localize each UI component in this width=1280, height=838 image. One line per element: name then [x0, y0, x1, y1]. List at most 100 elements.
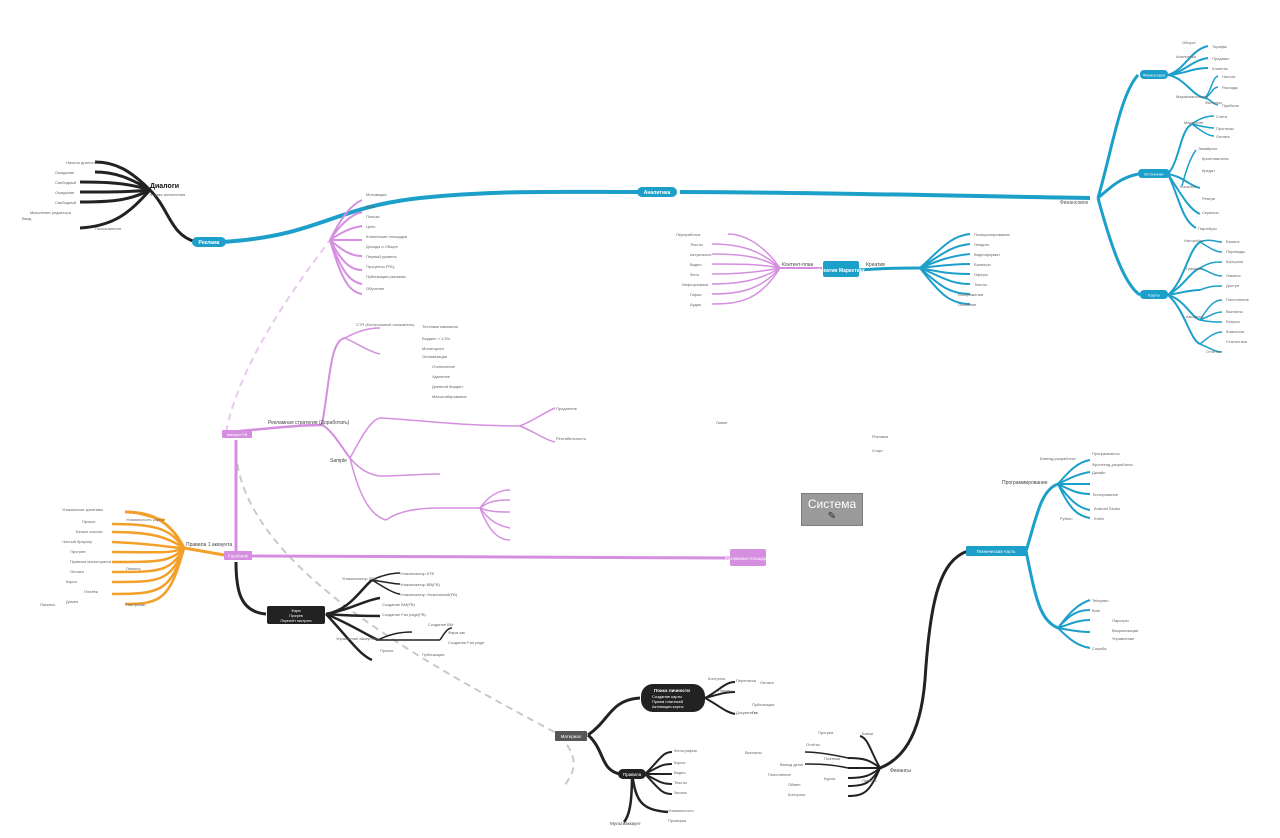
facebook-manual-node[interactable]: Мануал FB [222, 430, 252, 438]
strategy-label-13: Реклама [872, 434, 889, 439]
creative-label-5: Оферы [974, 272, 988, 277]
creative-label-4: Баннеры [974, 262, 991, 267]
ad-label-2: Боль [366, 204, 375, 209]
strategy-label-2: Тестовая кампания [422, 324, 458, 329]
content-plan-label: Контент-план [782, 262, 814, 268]
tech-label-11: Парсеры [1112, 618, 1129, 623]
finance-label: Финансовое [1060, 200, 1089, 206]
material-node[interactable]: Материал [555, 731, 587, 741]
blue-bottom-label-10: Статистика [1226, 339, 1248, 344]
orange-label-4: Белые ссылки [76, 529, 102, 534]
creative-marketing-node[interactable]: Креатив Маркетинг [817, 261, 865, 277]
orange-label-5: Чистый браузер [62, 539, 93, 544]
dialog-label-4: Ожидание [55, 190, 75, 195]
ad-sites-label: Рекламные площадки [725, 556, 771, 561]
blue-mid-label-3: Оплата [1216, 134, 1231, 139]
blue-bottom-label-7: Выплаты [1226, 309, 1243, 314]
fb-label-12: Публикация [422, 652, 444, 657]
farm-box-line-1: Фарм [292, 609, 302, 613]
strategy-label-6: Отключение [432, 364, 456, 369]
strategy-label-4: Мониторинг [422, 346, 445, 351]
blue-mid-label-11: Партнёры [1198, 226, 1217, 231]
programming-label: Программирование [1002, 480, 1048, 486]
right-mid-label: Источники [1144, 172, 1163, 177]
ad-label-1: Мотивация [366, 192, 387, 197]
blue-bottom-label-14: Настройки [1184, 238, 1204, 243]
tech-label-3: Фронтенд-разработка [1092, 462, 1133, 467]
dialog-label-2: Ожидание [55, 170, 75, 175]
facebook-manual-label: Мануал FB [227, 432, 248, 437]
blue-top-label-7: Оборот [1182, 40, 1196, 45]
tech-label-10: Bots [1092, 608, 1100, 613]
strategy-label-8: Дневной бюджет [432, 384, 463, 389]
orange-label-12: Домен [66, 599, 78, 604]
analytics-node[interactable]: Аналитика [637, 187, 677, 197]
fb-label-10: Создание Fan page [448, 640, 485, 645]
blue-mid-label-7: Кредит [1202, 168, 1215, 173]
dialog-label-5: Свободный [55, 200, 76, 205]
right-bottom-label: Карты [1148, 293, 1160, 298]
blue-top-label-2: Продажи [1212, 56, 1229, 61]
tech-label: Техническая часть [976, 549, 1016, 554]
fb-label-3: Уникализатор ВВ(FB) [400, 582, 441, 587]
content-label-5: Фото [690, 272, 700, 277]
advertising-node[interactable]: Реклама [192, 237, 226, 247]
dialog-label-3: Свободный [55, 180, 76, 185]
strategy-label-7: Удаление [432, 374, 451, 379]
rules-node[interactable]: Правила [618, 769, 646, 779]
rules-label-1: Уникальность [668, 808, 694, 813]
blue-top-label-10: Финансы [1205, 100, 1222, 105]
blue-bottom-label-12: Графики [1186, 266, 1202, 271]
dialogs-node[interactable]: Диалоги [150, 183, 179, 190]
black-branches [79, 160, 969, 823]
content-label-2: Тексты [690, 242, 703, 247]
blue-bottom-label-8: Бонусы [1226, 319, 1240, 324]
finance2-label: Финансы [890, 768, 911, 774]
rules-label-3: Лимиты [718, 688, 733, 693]
right-top-node[interactable]: Финансовое [1140, 70, 1168, 79]
fin-label-9: Обмен [788, 782, 801, 787]
rules-label-7: Контроль [708, 676, 725, 681]
strategy-label-3: Бюджет > 1.5% [422, 336, 451, 341]
tech-label-9: Telegram [1092, 598, 1109, 603]
dialog-label-8: Пользователя [95, 226, 121, 231]
personality-title: Поиск личности [654, 688, 690, 693]
blue-top-label-1: Тарифы [1212, 44, 1227, 49]
rules-label: Правила [623, 772, 642, 777]
multitool-label: Мультиаккаунт [610, 821, 641, 826]
fin-label-6: Вывод денег [780, 762, 804, 767]
material-label: Материал [561, 734, 582, 739]
farm-box-node[interactable]: Фарм Прогрев Пересчёт настроек [267, 606, 325, 624]
facebook-node[interactable]: Facebook [224, 551, 252, 560]
personality-node[interactable]: Поиск личности Создание карты Прием плат… [641, 684, 705, 712]
orange-label-10: Карта [66, 579, 77, 584]
right-mid-node[interactable]: Источники [1138, 169, 1170, 178]
blue-mid-label-10: Сервисы [1202, 210, 1219, 215]
tech-node[interactable]: Техническая часть [966, 546, 1026, 556]
tech-label-6: Android Studio [1094, 506, 1121, 511]
blue-mid-label-4: Маркетинг [1184, 120, 1204, 125]
pencil-icon: ✎ [827, 510, 837, 522]
right-bottom-node[interactable]: Карты [1140, 290, 1168, 299]
fin-label-11: Лимиты [862, 778, 877, 783]
content-label-7: Гифки [690, 292, 701, 297]
orange-label-9: Лимиты [126, 566, 141, 571]
creative-label: Креатив [866, 262, 885, 268]
content-label-8: Аудио [690, 302, 702, 307]
creative-label-1: Позиционирование [974, 232, 1011, 237]
fb-label-6: Создание Fan page(FB) [382, 612, 426, 617]
farm-box-line-2: Прогрев [289, 614, 303, 618]
ad-label-3: Польза [366, 214, 380, 219]
content-label-4: Видео [690, 262, 702, 267]
blue-bottom-label-9: Комиссии [1226, 329, 1244, 334]
ad-label-8: Проценты РПЦ [366, 264, 394, 269]
blue-mid-label-2: Прогнозы [1216, 126, 1234, 131]
fin-label-5: Платежи [824, 756, 840, 761]
system-center-node[interactable]: Система ✎ [801, 493, 863, 526]
fin-label-10: Контроль [788, 792, 805, 797]
ad-sites-node[interactable]: Рекламные площадки [725, 549, 771, 566]
creative-label-3: Видеоформат [974, 252, 1000, 257]
blue-bottom-label-4: Лимиты [1226, 273, 1241, 278]
blue-mid-label-5: Эквайринг [1198, 146, 1218, 151]
right-top-label: Финансовое [1143, 73, 1166, 78]
